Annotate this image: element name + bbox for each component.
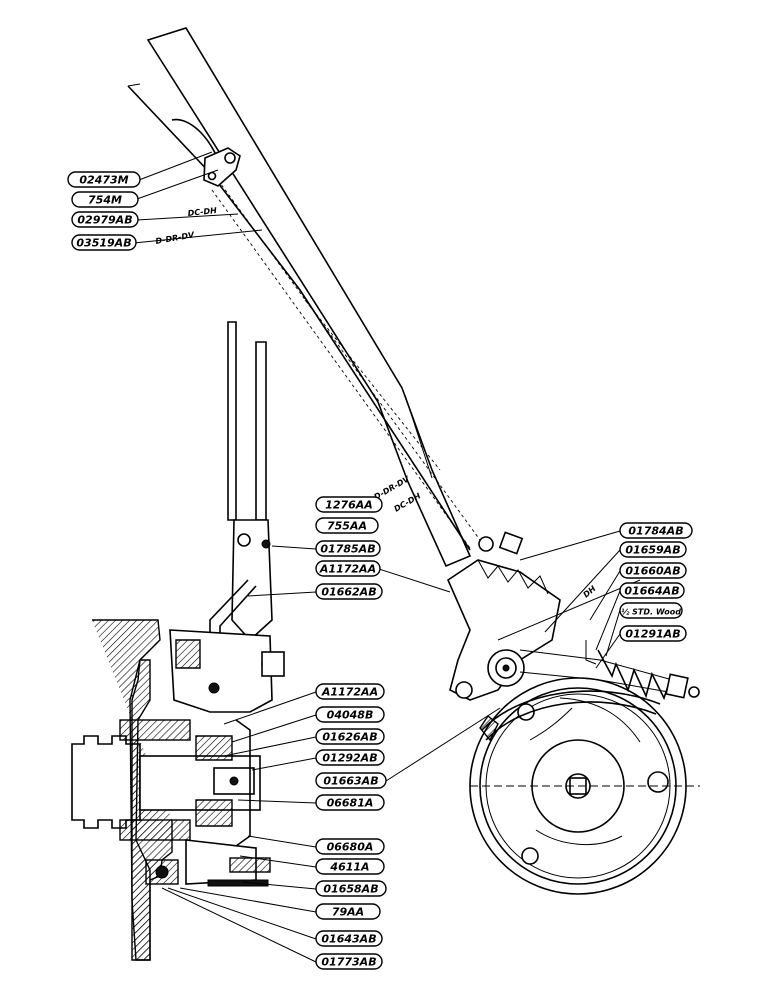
- note-d-dr-dv-top: D-DR-DV: [155, 230, 196, 246]
- part-label-outline: [315, 583, 383, 600]
- wheel: [469, 677, 700, 895]
- clutch-spring: [497, 579, 700, 701]
- shaft-gear: [71, 719, 271, 887]
- part-label: 01663AB: [315, 772, 387, 789]
- part-label: 01643AB: [315, 930, 383, 947]
- lever-handle: [146, 27, 472, 568]
- part-number-text: 01773AB: [321, 956, 376, 969]
- upright-arms: [209, 321, 273, 664]
- part-label-outline: [71, 191, 139, 208]
- part-label-outline: [315, 880, 387, 897]
- part-number-text: 01658AB: [323, 883, 378, 896]
- rod-notes: DC-DH D-DR-DV D-DR-DV DC-DH DH: [155, 206, 598, 600]
- part-label: 4611A: [315, 858, 385, 875]
- part-number-text: 01643AB: [321, 933, 376, 946]
- part-label-outline: [315, 794, 385, 811]
- part-label-outline: [315, 683, 385, 700]
- part-number-text: 79AA: [332, 906, 364, 919]
- part-label: 01292AB: [315, 749, 385, 766]
- part-label-outline: [619, 562, 687, 579]
- part-label: 03519AB: [71, 234, 137, 251]
- part-label-outline: [619, 522, 693, 539]
- part-label-outline: [315, 560, 381, 577]
- part-label-outline: [67, 171, 141, 188]
- part-label-group: 02473M 754M 02979AB 03519AB 1276AA 755AA 01785…: [67, 171, 693, 970]
- part-label-outline: [619, 602, 683, 619]
- part-label: 01626AB: [315, 728, 385, 745]
- part-label: 06681A: [315, 794, 385, 811]
- part-label-outline: [315, 858, 385, 875]
- part-number-text: ½ STD. Wood: [621, 608, 681, 617]
- part-label-outline: [619, 541, 687, 558]
- note-dc-dh: DC-DH: [187, 206, 217, 218]
- part-label: 01773AB: [315, 953, 383, 970]
- part-label-outline: [71, 234, 137, 251]
- part-number-text: A1172AA: [319, 563, 376, 576]
- note-dh-right: DH: [582, 584, 598, 600]
- part-number-text: 755AA: [327, 520, 367, 533]
- part-label: 01659AB: [619, 541, 687, 558]
- part-number-text: 01292AB: [322, 752, 377, 765]
- part-label: A1172AA: [315, 683, 385, 700]
- shoe-arc: [479, 690, 661, 742]
- part-label-outline: [619, 582, 685, 599]
- part-label-outline: [315, 903, 381, 920]
- part-number-text: 01659AB: [625, 544, 680, 557]
- part-number-text: 03519AB: [76, 237, 131, 250]
- part-number-text: 1276AA: [325, 499, 373, 512]
- leader-lines: [133, 151, 621, 963]
- part-number-text: A1172AA: [321, 686, 378, 699]
- part-number-text: 01660AB: [625, 565, 680, 578]
- part-number-text: 01785AB: [320, 543, 375, 556]
- part-label-outline: [71, 211, 139, 228]
- part-label-outline: [315, 728, 385, 745]
- part-label-outline: [315, 838, 385, 855]
- part-label: A1172AA: [315, 560, 381, 577]
- part-number-text: 01291AB: [625, 628, 680, 641]
- part-label: 06680A: [315, 838, 385, 855]
- part-label-outline: [315, 496, 383, 513]
- part-number-text: 4611A: [329, 861, 369, 874]
- part-label: 01664AB: [619, 582, 685, 599]
- part-label: 79AA: [315, 903, 381, 920]
- part-label: 01662AB: [315, 583, 383, 600]
- part-label: 754M: [71, 191, 139, 208]
- part-label: 02473M: [67, 171, 141, 188]
- part-label-outline: [619, 625, 687, 642]
- part-number-text: 06681A: [327, 797, 374, 810]
- lever-bracket: [203, 147, 241, 187]
- part-label: 04048B: [315, 706, 385, 723]
- control-rods: [127, 83, 481, 551]
- part-label-outline: [315, 706, 385, 723]
- part-label: 01291AB: [619, 625, 687, 642]
- part-number-text: 04048B: [327, 709, 374, 722]
- part-label-outline: [315, 772, 387, 789]
- part-label: 1276AA: [315, 496, 383, 513]
- part-number-text: 01664AB: [624, 585, 679, 598]
- part-label-outline: [315, 517, 379, 534]
- part-label-outline: [315, 749, 385, 766]
- part-number-text: 01663AB: [323, 775, 378, 788]
- part-label-outline: [315, 540, 381, 557]
- part-label-outline: [315, 953, 383, 970]
- part-label: 01784AB: [619, 522, 693, 539]
- part-number-text: 754M: [88, 194, 122, 207]
- part-label: 01785AB: [315, 540, 381, 557]
- part-number-text: 01662AB: [321, 586, 376, 599]
- part-label: ½ STD. Wood: [619, 602, 683, 619]
- part-label: 01660AB: [619, 562, 687, 579]
- part-number-text: 02979AB: [77, 214, 132, 227]
- part-number-text: 02473M: [79, 174, 128, 187]
- part-label: 755AA: [315, 517, 379, 534]
- part-number-text: 01784AB: [628, 525, 683, 538]
- part-label: 02979AB: [71, 211, 139, 228]
- part-label-outline: [315, 930, 383, 947]
- part-number-text: 06680A: [327, 841, 374, 854]
- part-label: 01658AB: [315, 880, 387, 897]
- clutch-bracket: [446, 531, 561, 701]
- part-number-text: 01626AB: [322, 731, 377, 744]
